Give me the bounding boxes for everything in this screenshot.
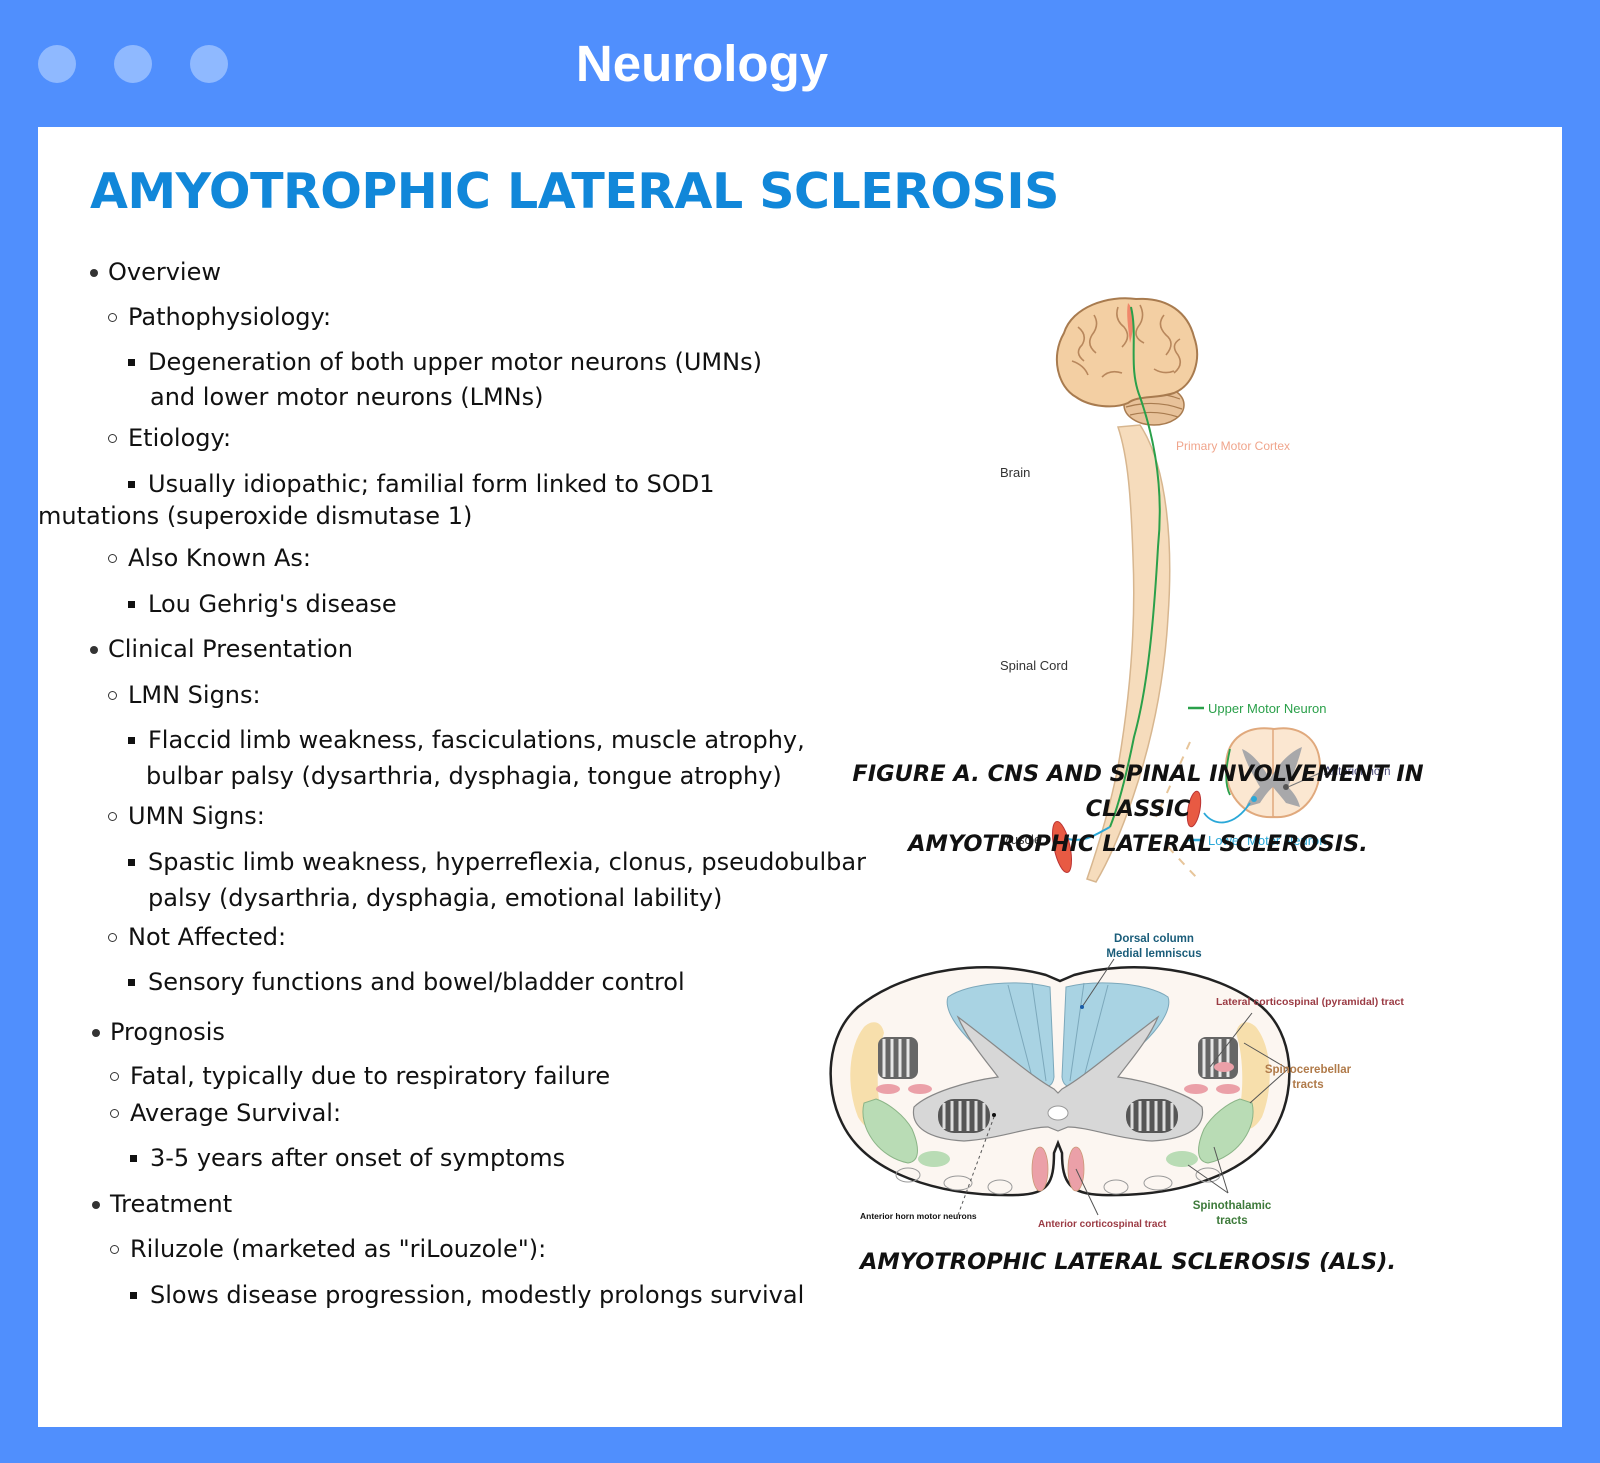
primary-motor-cortex-label: Primary Motor Cortex <box>1176 439 1290 453</box>
bullet-square-icon <box>128 601 135 608</box>
outline-item: Sensory functions and bowel/bladder cont… <box>148 968 685 996</box>
anterior-horn-inset <box>1203 727 1322 824</box>
outline-item: Flaccid limb weakness, fasciculations, m… <box>148 726 805 754</box>
spinal-cord-cross-section-figure: Dorsal column Medial lemniscus Lateral c… <box>829 933 1404 1230</box>
muscle-inset-shape <box>1186 790 1202 828</box>
figure-a-caption: FIGURE A. CNS AND SPINAL INVOLVEMENT IN … <box>818 757 1458 862</box>
outline-item: Pathophysiology: <box>128 303 332 331</box>
spinal-cord-label: Spinal Cord <box>1000 658 1068 673</box>
spinothalamic-left <box>862 1098 918 1164</box>
outline-item: Riluzole (marketed as "riLouzole"): <box>130 1235 547 1263</box>
figure-a-caption-line-2: AMYOTROPHIC LATERAL SCLEROSIS. <box>908 831 1368 857</box>
anterior-horn-motor-label: Anterior horn motor neurons <box>860 1211 977 1221</box>
section-heading: Prognosis <box>110 1018 225 1046</box>
brain-shape <box>1055 297 1199 408</box>
bullet-square-icon <box>128 737 135 744</box>
medial-lemniscus-label: Medial lemniscus <box>1106 948 1201 960</box>
spinothalamic-tracts-label: tracts <box>1216 1215 1247 1227</box>
outline-item: Slows disease progression, modestly prol… <box>150 1281 805 1309</box>
outline-item: mutations (superoxide dismutase 1) <box>38 502 473 530</box>
dorsal-column-label: Dorsal column <box>1114 933 1194 945</box>
window-dot[interactable] <box>190 45 228 83</box>
figure-b-caption: AMYOTROPHIC LATERAL SCLEROSIS (ALS). <box>859 1249 1397 1275</box>
outline-item: bulbar palsy (dysarthria, dysphagia, ton… <box>146 762 782 790</box>
outline-item: Degeneration of both upper motor neurons… <box>148 348 762 376</box>
upper-motor-neuron-label: Upper Motor Neuron <box>1208 701 1327 716</box>
outline-item: 3-5 years after onset of symptoms <box>150 1144 566 1172</box>
lateral-corticospinal-label: Lateral corticospinal (pyramidal) tract <box>1216 996 1404 1008</box>
outline-item: UMN Signs: <box>128 802 265 830</box>
window-dot[interactable] <box>38 45 76 83</box>
bullet-circle-icon <box>108 933 117 942</box>
bullet-square-icon <box>130 1155 137 1162</box>
section-heading: Clinical Presentation <box>108 635 353 663</box>
anterior-horn-label: Anterior horn <box>1324 766 1390 778</box>
spinocerebellar-tracts-label: tracts <box>1292 1079 1323 1091</box>
bullet-circle-icon <box>108 812 117 821</box>
bullet-square-icon <box>128 481 135 488</box>
spinal-cord-shape <box>1086 424 1171 883</box>
muscle-label: Muscle <box>1000 832 1041 847</box>
outline-item: Etiology: <box>128 424 232 452</box>
bullet-square-icon <box>130 1292 137 1299</box>
figure-a-caption-line-1: FIGURE A. CNS AND SPINAL INVOLVEMENT IN … <box>852 761 1424 822</box>
outline-item: Fatal, typically due to respiratory fail… <box>130 1062 611 1090</box>
section-heading: Treatment <box>110 1190 233 1218</box>
bullet-circle-icon <box>108 554 117 563</box>
outline-item: Average Survival: <box>130 1099 342 1127</box>
outline-item: Lou Gehrig's disease <box>148 590 397 618</box>
bullet-circle-icon <box>110 1072 119 1081</box>
brain-label: Brain <box>1000 465 1030 480</box>
outline-item: LMN Signs: <box>128 681 261 709</box>
window-title: Neurology <box>575 35 829 92</box>
anterior-corticospinal-label: Anterior corticospinal tract <box>1038 1219 1167 1230</box>
outline-item: Usually idiopathic; familial form linked… <box>148 470 715 498</box>
bullet-circle-icon <box>108 691 117 700</box>
spinocerebellar-label: Spinocerebellar <box>1265 1064 1352 1076</box>
bullet-square-icon <box>128 859 135 866</box>
bullet-dot-icon <box>90 646 98 654</box>
lower-motor-neuron-path <box>1067 826 1111 841</box>
spinothalamic-label: Spinothalamic <box>1193 1200 1272 1212</box>
anterior-corticospinal-left <box>1031 1146 1049 1192</box>
bullet-dot-icon <box>92 1029 100 1037</box>
bullet-square-icon <box>128 979 135 986</box>
upper-motor-neuron-path <box>1109 306 1161 828</box>
bullet-circle-icon <box>110 1109 119 1118</box>
outline-item: Not Affected: <box>128 923 287 951</box>
bullet-circle-icon <box>110 1245 119 1254</box>
section-heading: Overview <box>108 258 221 286</box>
lower-motor-neuron-label: Lower Motor Neuron <box>1208 833 1327 848</box>
anterior-horn-right <box>1126 1099 1178 1133</box>
outline-item: Spastic limb weakness, hyperreflexia, cl… <box>148 848 866 876</box>
bullet-circle-icon <box>108 313 117 322</box>
muscle-shape <box>1051 821 1073 873</box>
outline-item: and lower motor neurons (LMNs) <box>150 383 544 411</box>
page-title: AMYOTROPHIC LATERAL SCLEROSIS <box>90 163 1059 220</box>
bullet-circle-icon <box>108 434 117 443</box>
outline-item: palsy (dysarthria, dysphagia, emotional … <box>148 884 723 912</box>
bullet-dot-icon <box>90 269 98 277</box>
bullet-dot-icon <box>92 1201 100 1209</box>
cns-pathway-figure: Brain Primary Motor Cortex Spinal Cord U… <box>1000 297 1390 883</box>
outline-item: Also Known As: <box>128 544 312 572</box>
anterior-horn-left <box>938 1099 990 1133</box>
bullet-square-icon <box>128 359 135 366</box>
window-dot[interactable] <box>114 45 152 83</box>
